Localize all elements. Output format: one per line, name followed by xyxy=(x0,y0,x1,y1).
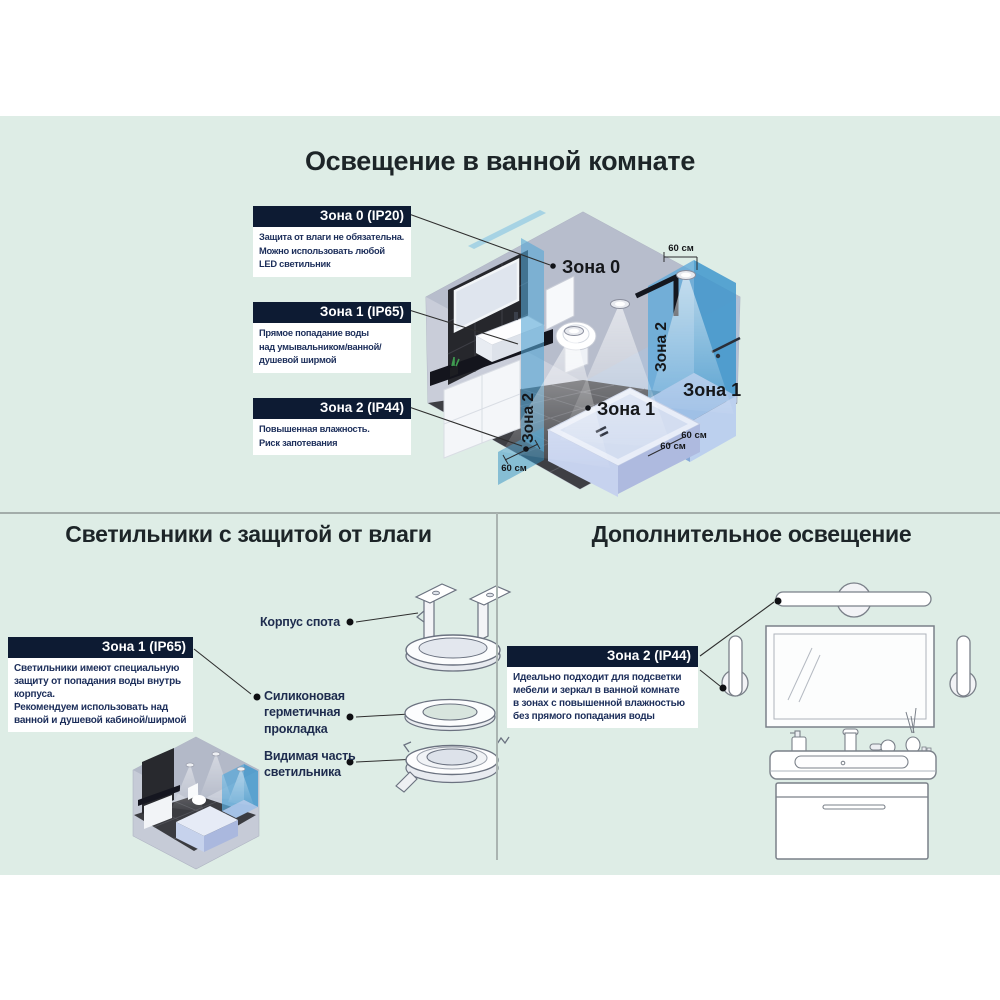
horizontal-divider xyxy=(0,512,1000,514)
part-label-line: прокладка xyxy=(264,721,328,736)
callout-line: над умывальником/ванной/ xyxy=(259,341,382,352)
zone0-callout: Зона 0 (IP20) Защита от влаги не обязате… xyxy=(253,206,411,277)
zone0-callout-body: Защита от влаги не обязательна. Можно ис… xyxy=(253,227,411,277)
callout-line: без прямого попадания воды xyxy=(513,711,655,722)
callout-line: корпуса. xyxy=(14,689,55,700)
zone1-callout-title: Зона 1 (IP65) xyxy=(253,302,411,323)
callout-line: Светильники имеют специальную xyxy=(14,663,180,674)
callout-line: мебели и зеркал в ванной комнате xyxy=(513,685,680,696)
zone2-callout-body: Повышенная влажность. Риск запотевания xyxy=(253,419,411,455)
part-label-line: Корпус спота xyxy=(259,615,340,629)
spot-body-label: Корпус спота xyxy=(245,614,340,630)
page-title: Освещение в ванной комнате xyxy=(304,146,696,176)
callout-line: в зонах с повышенной влажностью xyxy=(513,698,685,709)
zone2-callout: Зона 2 (IP44) Повышенная влажность. Риск… xyxy=(253,398,411,455)
part-label-line: Силиконовая xyxy=(264,689,345,703)
callout-line: Защита от влаги не обязательна. xyxy=(259,232,405,242)
lamps-section-title: Светильники с защитой от влаги xyxy=(65,521,432,547)
callout-line: защиту от попадания воды внутрь xyxy=(14,676,181,687)
vertical-divider xyxy=(496,513,498,860)
part-label-line: герметичная xyxy=(264,705,341,720)
zone1-callout: Зона 1 (IP65) Прямое попадание воды над … xyxy=(253,302,411,373)
zone0-callout-title: Зона 0 (IP20) xyxy=(253,206,411,227)
extra-zone2-callout: Зона 2 (IP44) Идеально подходит для подс… xyxy=(507,646,698,728)
lamps-zone1-callout-body: Светильники имеют специальную защиту от … xyxy=(8,658,193,732)
extra-section-title: Дополнительное освещение xyxy=(591,521,912,547)
lamps-zone1-callout: Зона 1 (IP65) Светильники имеют специаль… xyxy=(8,637,193,732)
part-label-line: светильника xyxy=(264,765,341,780)
extra-zone2-callout-body: Идеально подходит для подсветки мебели и… xyxy=(507,667,698,728)
zone2-callout-title: Зона 2 (IP44) xyxy=(253,398,411,419)
extra-zone2-callout-title: Зона 2 (IP44) xyxy=(507,646,698,667)
part-label-line: Видимая часть xyxy=(264,749,356,763)
callout-line: ванной и душевой кабиной/ширмой xyxy=(14,715,187,726)
callout-line: Рекомендуем использовать над xyxy=(14,702,169,713)
mint-background-panel xyxy=(0,116,1000,875)
callout-line: Можно использовать любой xyxy=(259,245,385,256)
trim-label: Видимая часть светильника xyxy=(264,748,356,781)
callout-line: LED светильник xyxy=(259,259,331,269)
callout-line: Повышенная влажность. xyxy=(259,424,370,434)
callout-line: душевой ширмой xyxy=(259,355,337,365)
lamps-zone1-callout-title: Зона 1 (IP65) xyxy=(8,637,193,658)
callout-line: Риск запотевания xyxy=(259,437,338,448)
callout-line: Прямое попадание воды xyxy=(259,328,369,338)
zone1-callout-body: Прямое попадание воды над умывальником/в… xyxy=(253,323,411,373)
callout-line: Идеально подходит для подсветки xyxy=(513,672,682,683)
gasket-label: Силиконовая герметичная прокладка xyxy=(264,688,345,737)
